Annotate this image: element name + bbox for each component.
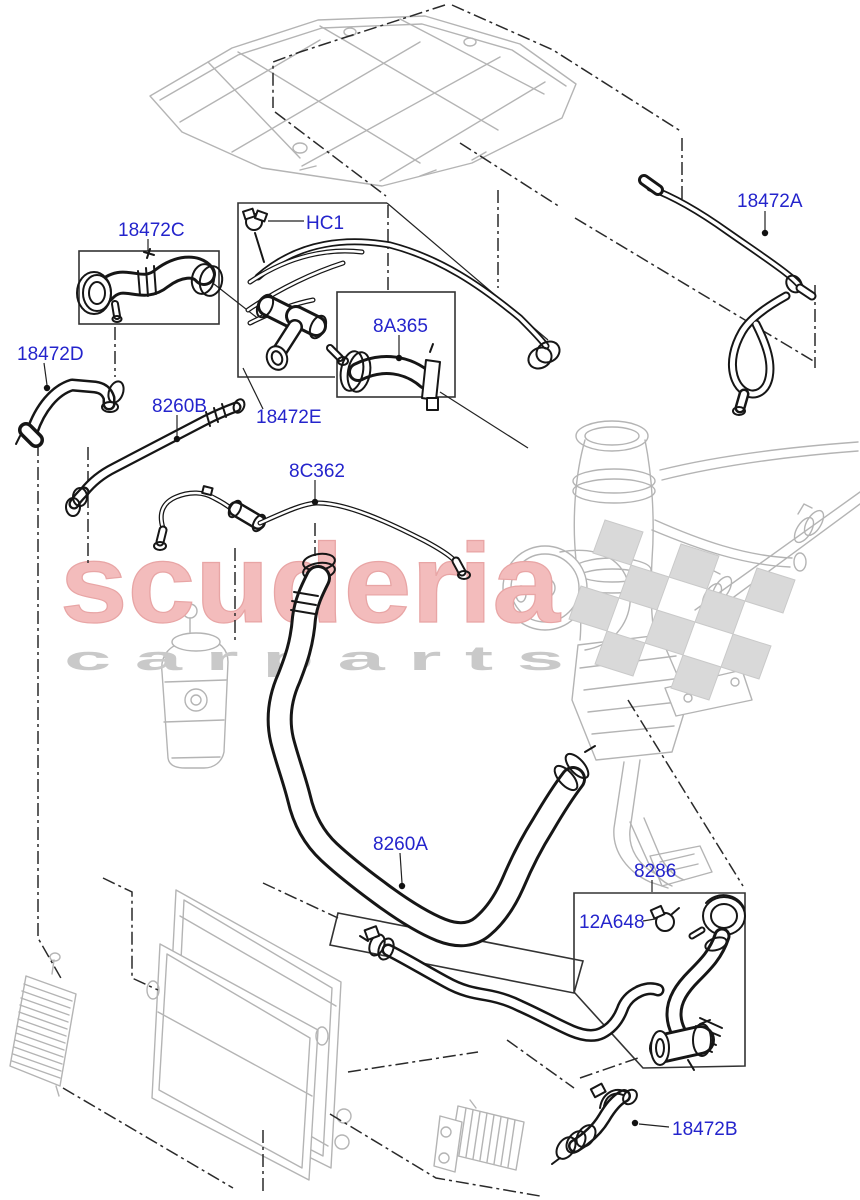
watermark-brand: scuderia [60, 521, 561, 646]
box-8A365 [336, 291, 456, 398]
part-label-HC1[interactable]: HC1 [306, 213, 344, 234]
hose-18472A-drawing [638, 174, 817, 416]
oil-filter-housing-drawing [161, 603, 229, 769]
watermark-tagline: c a r p a r t s [64, 640, 564, 678]
trans-cooler-drawing [433, 1099, 525, 1173]
hose-lower-radiator-drawing [359, 925, 665, 1042]
part-label-18472E[interactable]: 18472E [256, 407, 322, 428]
hose-18472D-drawing [15, 378, 125, 448]
oil-cooler-left-drawing [9, 952, 77, 1097]
part-label-8286[interactable]: 8286 [634, 861, 676, 882]
part-label-12A648[interactable]: 12A648 [579, 912, 645, 933]
part-labels: 18472C HC1 18472A 18472D 8260B 18472E 8A… [17, 191, 803, 1140]
part-label-8C362[interactable]: 8C362 [289, 461, 345, 482]
leader-lines [43, 211, 769, 1128]
part-drawings [15, 174, 817, 1165]
part-label-18472D[interactable]: 18472D [17, 344, 84, 365]
hose-8260B-drawing [65, 398, 246, 517]
part-label-18472A[interactable]: 18472A [737, 191, 803, 212]
hose-18472E-drawing [242, 207, 561, 371]
hose-8260A-drawing [266, 552, 596, 948]
hose-8286-drawing [649, 894, 746, 1071]
clamp-HC1-drawing [242, 207, 269, 263]
part-label-8A365[interactable]: 8A365 [373, 316, 428, 337]
part-label-8260A[interactable]: 8260A [373, 834, 428, 855]
box-lower-hose [329, 912, 585, 994]
hose-8C362-drawing [153, 485, 471, 580]
hose-18472B-drawing [551, 1082, 638, 1165]
hose-18472C-drawing [76, 248, 224, 323]
reference-machinery [9, 15, 860, 1181]
radiator-drawing [146, 889, 352, 1181]
part-label-8260B[interactable]: 8260B [152, 396, 207, 417]
engine-outlet-pipe-drawing [629, 817, 685, 887]
watermark: scuderia c a r p a r t s [59, 519, 796, 701]
intake-manifold-drawing [149, 15, 577, 187]
checkered-flag-watermark [568, 519, 796, 701]
box-HC1 [237, 202, 387, 378]
part-label-18472B[interactable]: 18472B [672, 1119, 738, 1140]
box-8286 [573, 892, 746, 1069]
part-label-18472C[interactable]: 18472C [118, 220, 185, 241]
hose-8A365-drawing [339, 343, 441, 411]
phantom-lines [37, 4, 816, 1197]
clamp-12A648-drawing [649, 904, 680, 932]
